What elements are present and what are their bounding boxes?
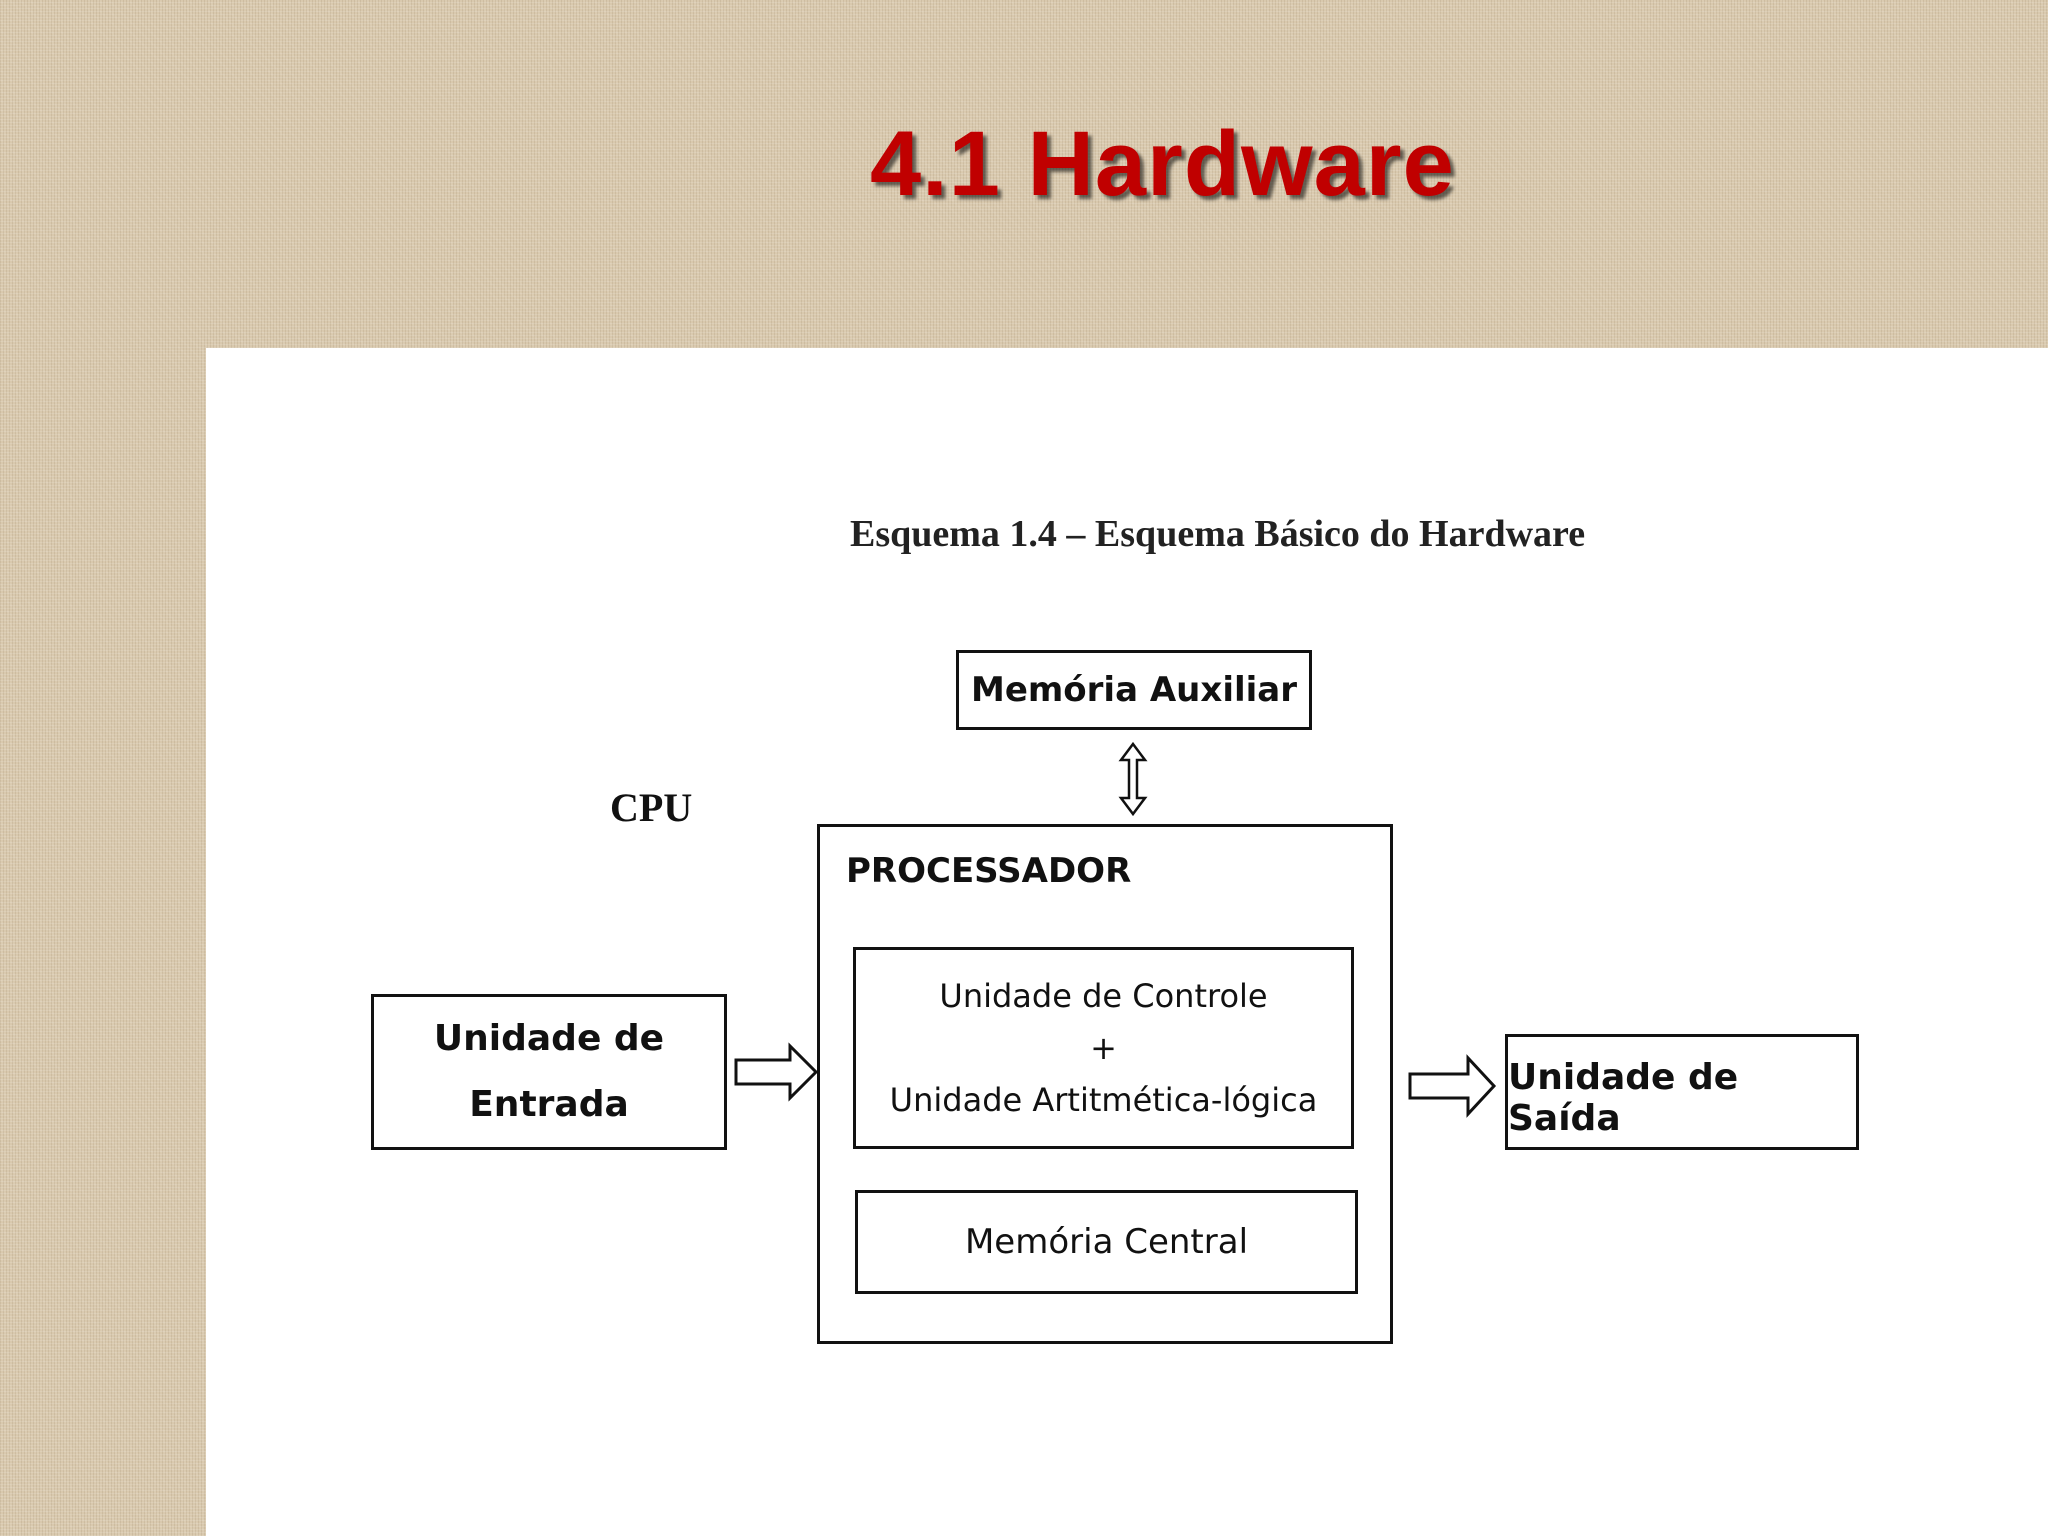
input-unit-label-line1: Unidade de — [433, 1018, 665, 1059]
central-memory-label: Memória Central — [964, 1222, 1249, 1262]
control-unit-box: Unidade de Controle + Unidade Artitmétic… — [853, 947, 1354, 1149]
cpu-label: CPU — [610, 785, 693, 830]
control-unit-label: Unidade de Controle — [939, 977, 1268, 1015]
auxiliary-memory-box: Memória Auxiliar — [956, 650, 1312, 730]
central-memory-box: Memória Central — [855, 1190, 1358, 1294]
input-unit-box: Unidade de Entrada — [371, 994, 727, 1150]
processor-label: PROCESSADOR — [846, 851, 1132, 891]
output-unit-label: Unidade de Saída — [1508, 1057, 1739, 1139]
auxiliary-memory-label: Memória Auxiliar — [970, 670, 1297, 710]
input-unit-label-line2: Entrada — [469, 1084, 629, 1125]
right-arrow-icon — [734, 1042, 819, 1102]
right-arrow-icon — [1408, 1054, 1497, 1118]
arithmetic-logic-unit-label: Unidade Artitmética-lógica — [889, 1081, 1318, 1119]
bidirectional-arrow-icon — [1118, 741, 1148, 817]
output-unit-box: Unidade de Saída — [1505, 1034, 1859, 1150]
slide-title: 4.1 Hardware — [870, 113, 1455, 215]
diagram-caption: Esquema 1.4 – Esquema Básico do Hardware — [850, 513, 1586, 555]
plus-sign: + — [1090, 1029, 1117, 1067]
